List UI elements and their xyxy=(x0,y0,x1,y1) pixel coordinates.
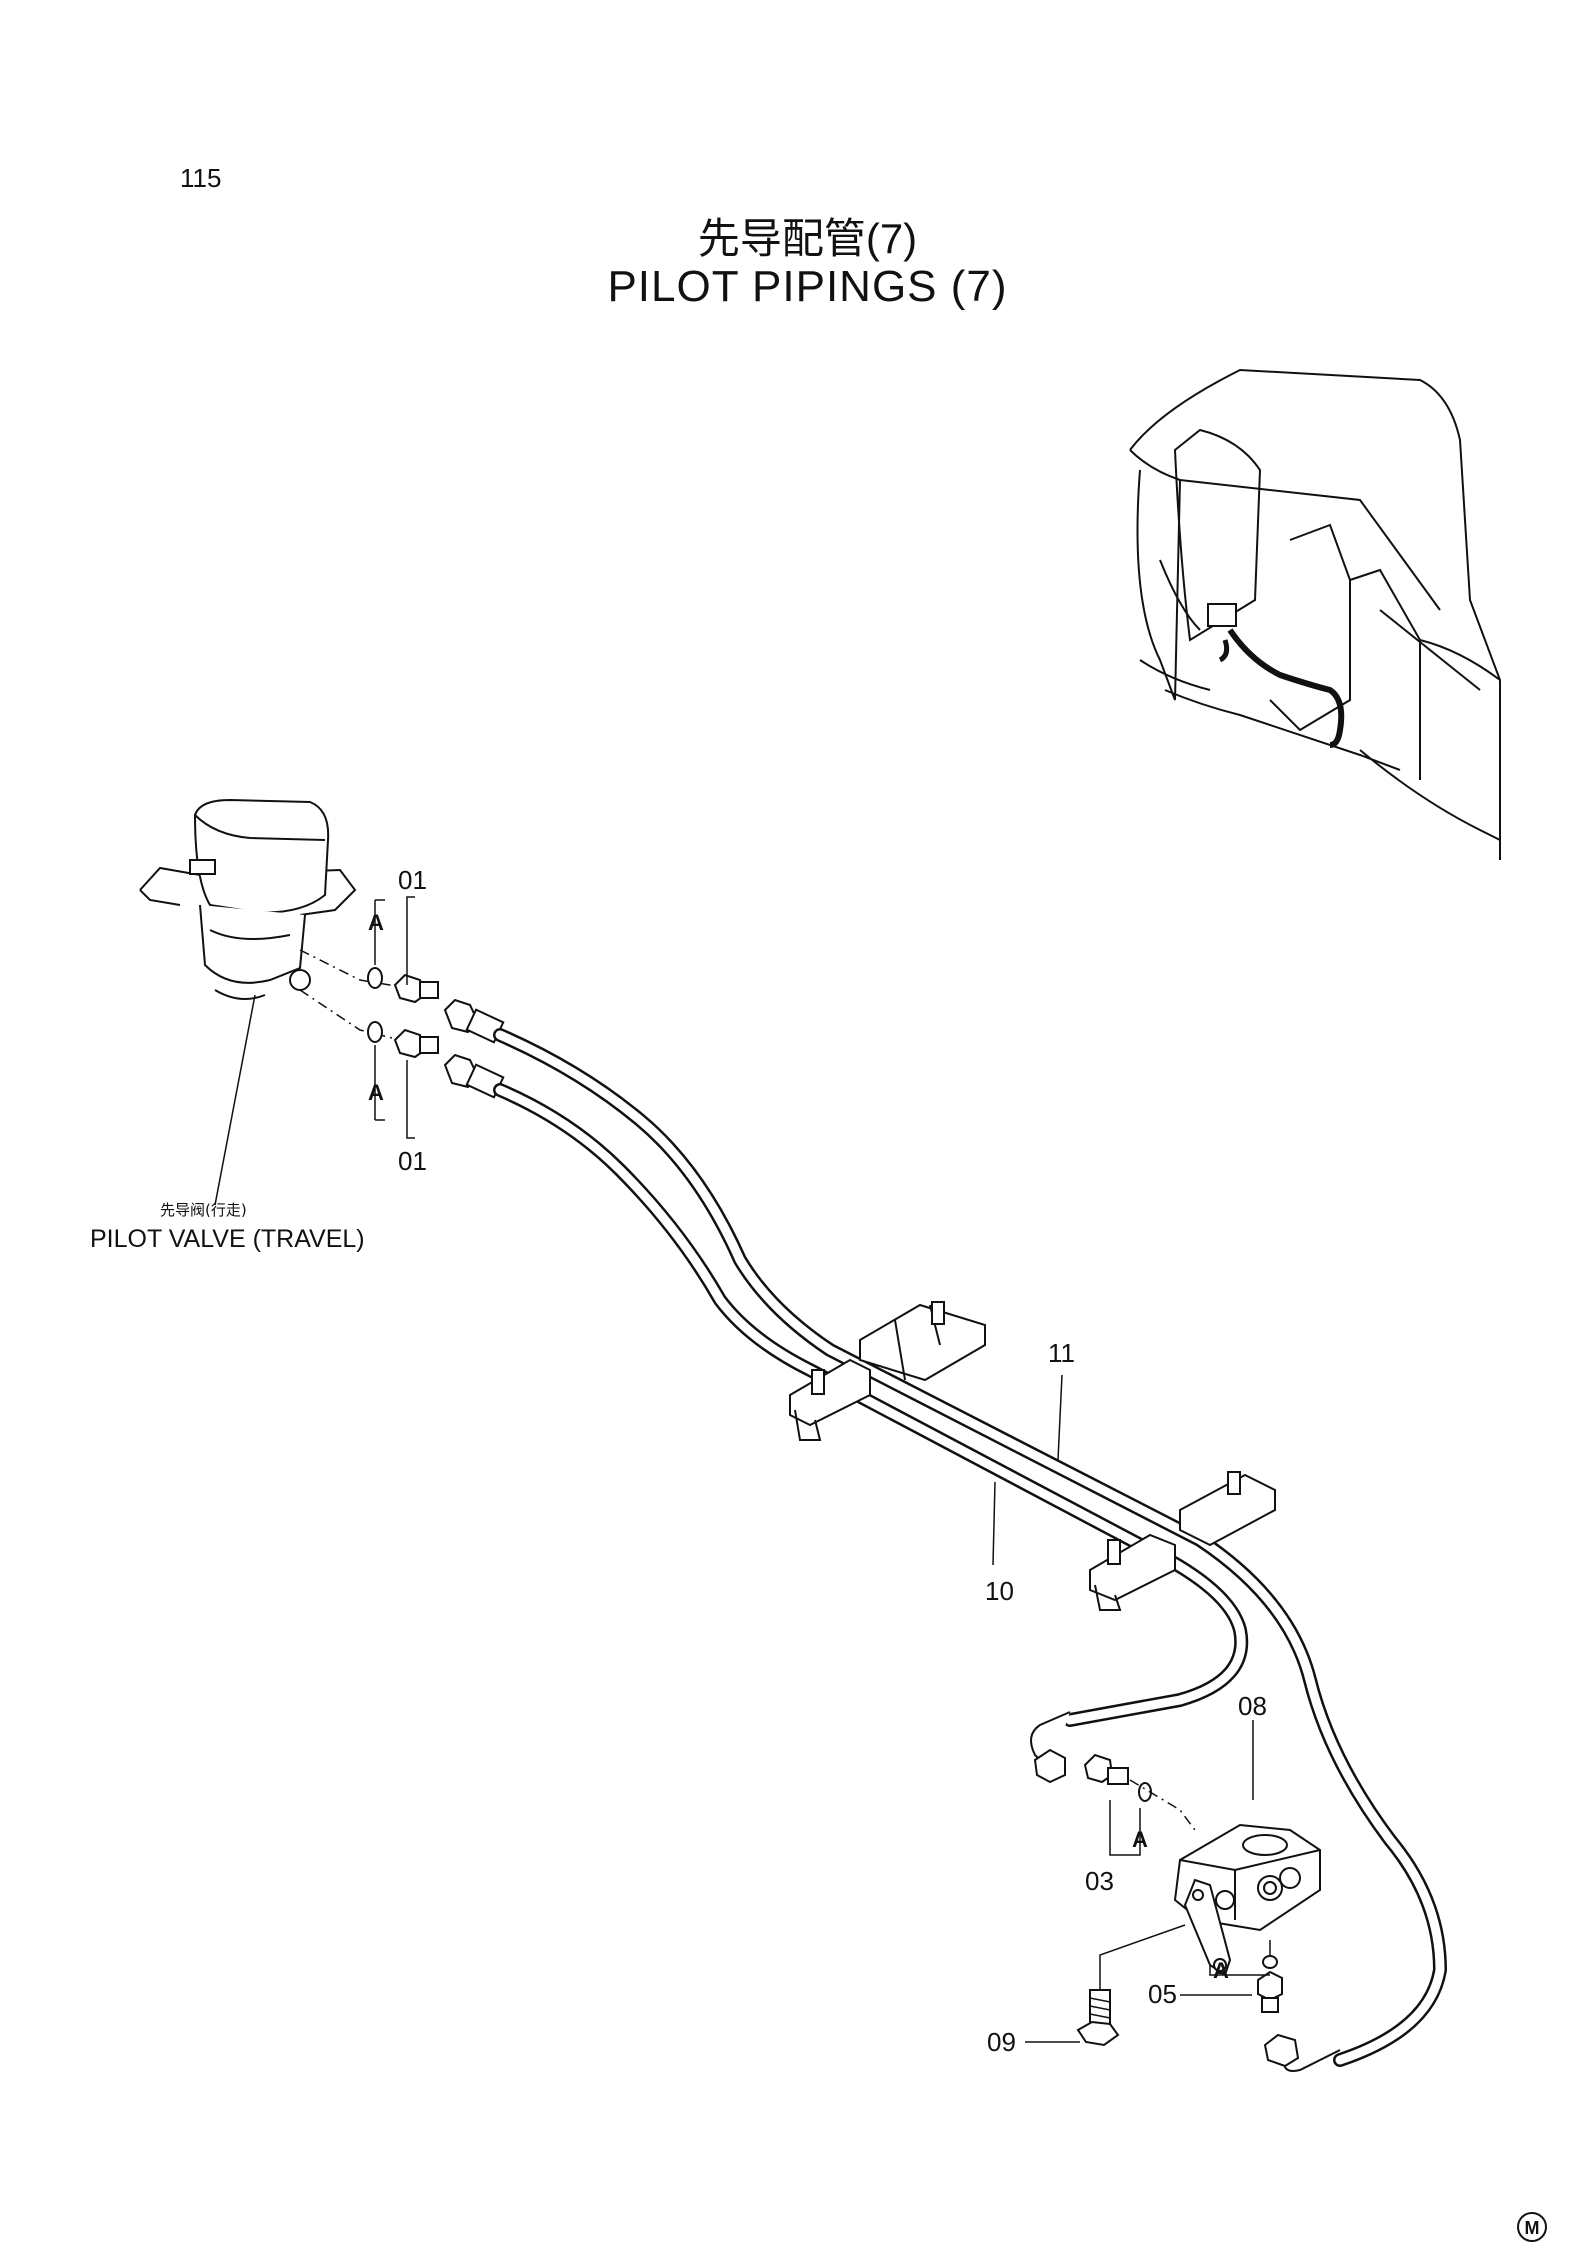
adapter-03 xyxy=(1083,1753,1152,1802)
callout-10: 10 xyxy=(985,1576,1014,1606)
title-english: PILOT PIPINGS (7) xyxy=(607,262,1008,311)
hose-end-fittings xyxy=(443,998,505,1099)
callout-01-top: 01 xyxy=(398,865,427,895)
callout-bracket-05 xyxy=(1209,1965,1270,1976)
clamp-brackets xyxy=(789,1301,1276,1611)
callout-bracket-01-bottom xyxy=(406,1060,415,1139)
callout-bracket-03 xyxy=(1109,1800,1141,1856)
adapter-05 xyxy=(1257,1955,1283,2013)
callout-a-top: A xyxy=(368,910,384,935)
callout-09: 09 xyxy=(987,2027,1016,2057)
title-chinese: 先导配管(7) xyxy=(697,215,918,262)
leader-11 xyxy=(1057,1374,1063,1461)
svg-text:M: M xyxy=(1525,2218,1540,2238)
bolt-09 xyxy=(1076,1924,1186,2047)
pilot-valve-travel-illustration xyxy=(139,798,357,1000)
callout-05: 05 xyxy=(1148,1979,1177,2009)
flow-dash-mid xyxy=(1129,1779,1196,1831)
cab-inset-illustration xyxy=(1129,368,1501,860)
page-number: 115 xyxy=(180,163,222,193)
callout-01-bottom: 01 xyxy=(398,1146,427,1176)
pilot-valve-label-cn: 先导阀(行走) xyxy=(160,1201,247,1219)
callout-08: 08 xyxy=(1238,1691,1267,1721)
callout-a-mid: A xyxy=(1132,1827,1148,1852)
pilot-valve-leader xyxy=(214,994,256,1206)
corner-mark: M xyxy=(1517,2212,1547,2242)
hose-10-elbow xyxy=(1030,1711,1071,1784)
callout-a-bottom: A xyxy=(368,1080,384,1105)
valve-block-08-illustration xyxy=(1173,1823,1321,1977)
flow-dash-top xyxy=(299,949,421,991)
leader-10 xyxy=(992,1481,996,1566)
pilot-valve-label-en: PILOT VALVE (TRAVEL) xyxy=(90,1225,365,1253)
hose-11-elbow xyxy=(1263,2033,1341,2072)
callout-a-low: A xyxy=(1213,1958,1229,1983)
callout-bracket-01-top xyxy=(406,896,415,985)
callout-03: 03 xyxy=(1085,1866,1114,1896)
callout-11: 11 xyxy=(1048,1338,1075,1368)
fitting-group-01 xyxy=(367,967,439,1059)
